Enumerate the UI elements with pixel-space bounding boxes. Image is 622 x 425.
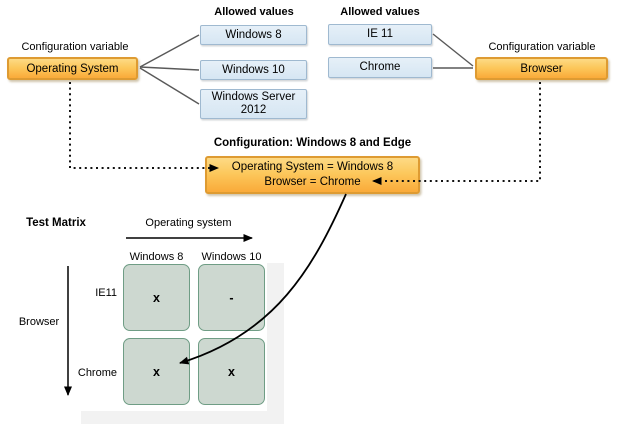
test-matrix-title: Test Matrix bbox=[26, 217, 86, 229]
os-variable-label: Operating System bbox=[26, 62, 119, 75]
os-variable-caption: Configuration variable bbox=[21, 41, 129, 53]
configuration-title: Configuration: Windows 8 and Edge bbox=[213, 137, 412, 149]
matrix-cell-mark: - bbox=[229, 290, 234, 305]
matrix-cell-mark: x bbox=[228, 364, 235, 379]
matrix-col-header-windows8: Windows 8 bbox=[129, 251, 184, 263]
browser-value-ie11: IE 11 bbox=[328, 24, 432, 45]
matrix-cell-chrome-windows8: x bbox=[123, 338, 190, 405]
os-value-windows8-label: Windows 8 bbox=[225, 28, 282, 41]
browser-value-ie11-label: IE 11 bbox=[367, 28, 393, 40]
configuration-assignment-os: Operating System = Windows 8 bbox=[231, 161, 394, 173]
matrix-shadow-bottom bbox=[81, 411, 284, 424]
browser-value-chrome-label: Chrome bbox=[359, 61, 401, 73]
matrix-col-header-windows10: Windows 10 bbox=[201, 251, 262, 263]
os-value-winserver2012: Windows Server 2012 bbox=[200, 89, 307, 119]
browser-allowed-values-title: Allowed values bbox=[340, 6, 420, 18]
matrix-cell-chrome-windows10: x bbox=[198, 338, 265, 405]
os-allowed-values-title: Allowed values bbox=[214, 6, 294, 18]
browser-variable-box: Browser bbox=[475, 57, 608, 80]
matrix-row-header-chrome: Chrome bbox=[77, 367, 117, 379]
os-value-windows10-label: Windows 10 bbox=[222, 63, 285, 76]
browser-variable-label: Browser bbox=[520, 62, 563, 75]
configuration-box: Operating System = Windows 8 Browser = C… bbox=[205, 156, 420, 194]
os-value-winserver2012-label: Windows Server 2012 bbox=[211, 91, 296, 116]
browser-variable-caption: Configuration variable bbox=[488, 41, 596, 53]
os-variable-box: Operating System bbox=[7, 57, 138, 80]
matrix-cell-ie11-windows10: - bbox=[198, 264, 265, 331]
matrix-y-axis-label: Browser bbox=[18, 316, 60, 328]
os-value-windows8: Windows 8 bbox=[200, 25, 307, 45]
os-value-windows10: Windows 10 bbox=[200, 60, 307, 80]
matrix-cell-ie11-windows8: x bbox=[123, 264, 190, 331]
matrix-cell-mark: x bbox=[153, 290, 160, 305]
browser-value-chrome: Chrome bbox=[328, 57, 432, 78]
matrix-row-header-ie11: IE11 bbox=[95, 287, 117, 299]
matrix-cell-mark: x bbox=[153, 364, 160, 379]
matrix-x-axis-label: Operating system bbox=[145, 217, 232, 229]
configuration-assignment-browser: Browser = Chrome bbox=[264, 176, 361, 188]
